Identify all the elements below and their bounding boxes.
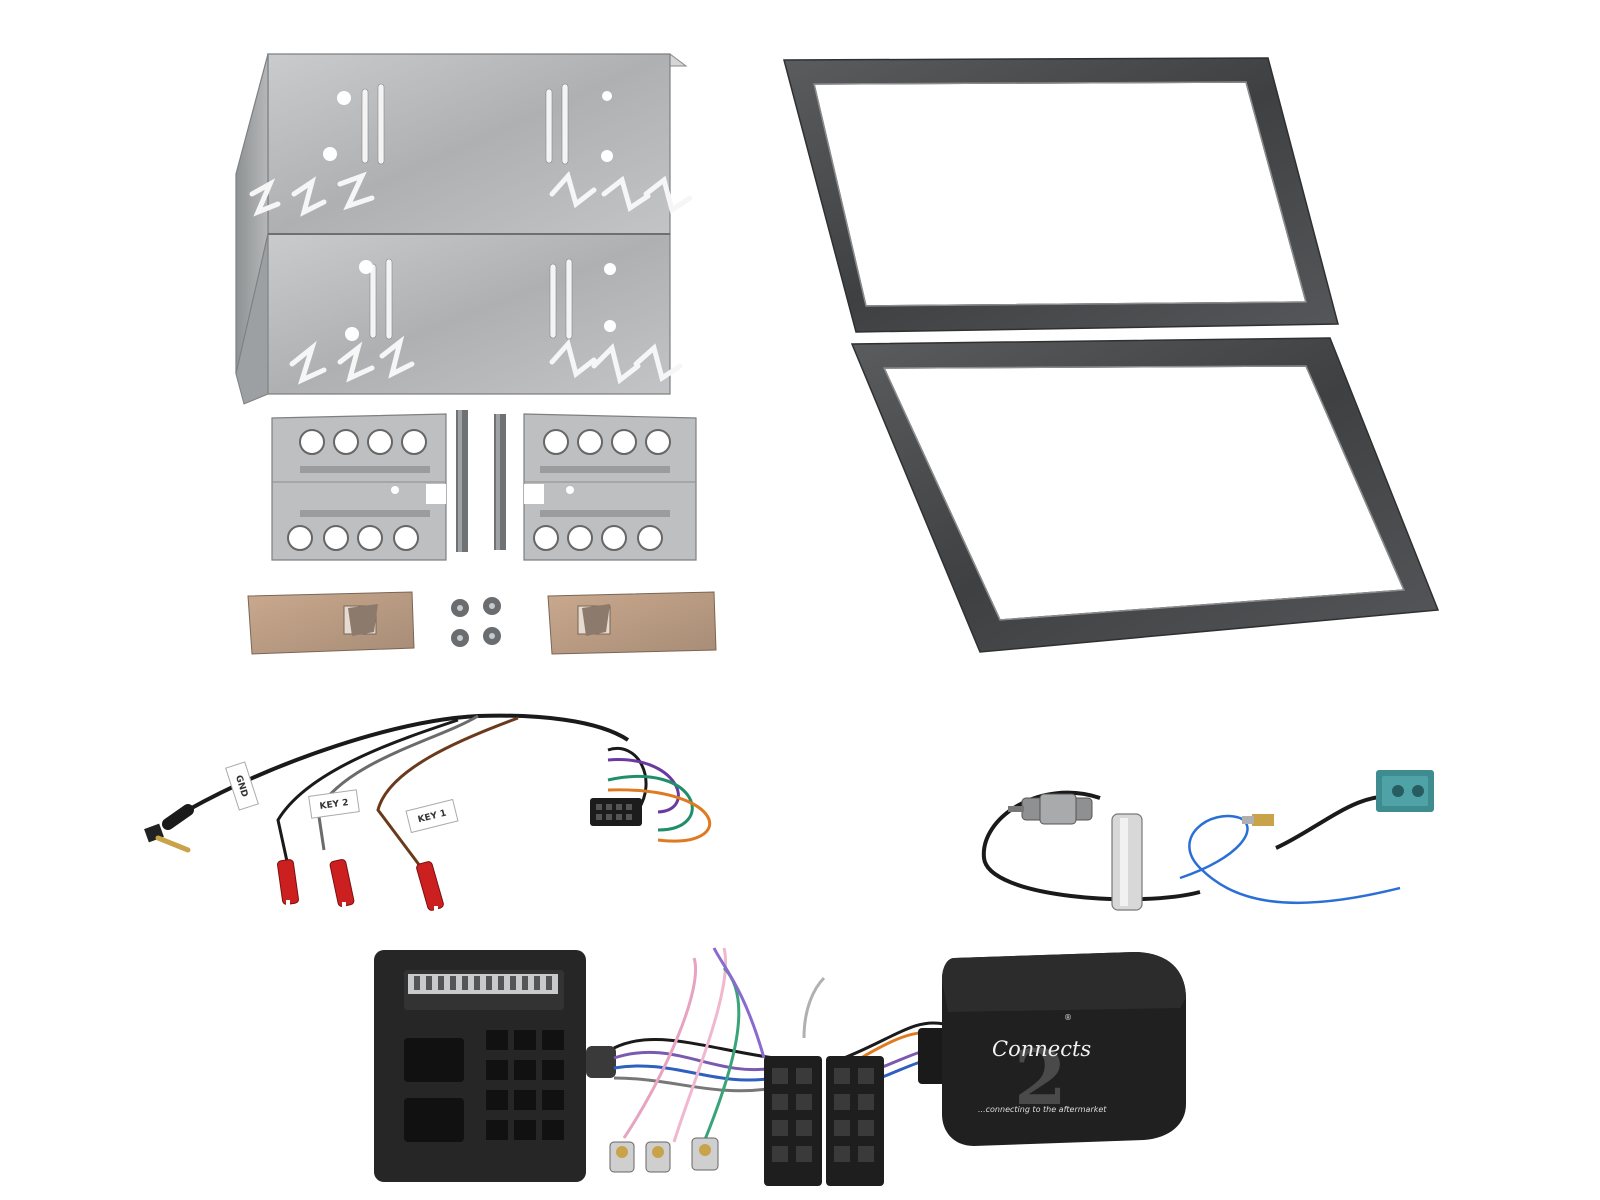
aerial-adapter-icon bbox=[981, 770, 1434, 911]
logo-tagline: ...connecting to the aftermarket bbox=[978, 1105, 1107, 1114]
logo-registered-mark: ® bbox=[1064, 1013, 1072, 1022]
fascia-frame-icon bbox=[783, 57, 1339, 333]
aerial-adapter bbox=[980, 758, 1460, 918]
side-mounting-plates bbox=[250, 410, 720, 580]
steering-patch-lead: GND KEY 2 KEY 1 bbox=[138, 700, 738, 928]
logo-brand: Connects bbox=[992, 1037, 1091, 1061]
steering-patch-lead-icon: GND KEY 2 KEY 1 bbox=[144, 713, 712, 916]
din-mounting-cage bbox=[232, 44, 708, 412]
stalk-interface: 2 Connects ® ...connecting to the afterm… bbox=[374, 928, 1194, 1190]
spring-clips-and-screws bbox=[247, 591, 718, 662]
fascia-frame-upper bbox=[780, 56, 1350, 340]
spring-clip-icon bbox=[247, 591, 717, 655]
screw-icon bbox=[451, 597, 501, 647]
stalk-interface-icon: 2 Connects ® ...connecting to the afterm… bbox=[374, 947, 1186, 1186]
logo-number: 2 bbox=[1014, 1033, 1067, 1122]
side-mounting-plate-icon bbox=[271, 410, 697, 561]
release-key-icon bbox=[456, 410, 506, 552]
patch-lead-tags: GND KEY 2 KEY 1 bbox=[225, 761, 459, 834]
din-mounting-cage-icon bbox=[235, 53, 693, 405]
tag-key-2: KEY 2 bbox=[319, 798, 349, 812]
fascia-frame-lower bbox=[850, 337, 1460, 660]
fascia-frame-icon bbox=[850, 337, 1440, 653]
